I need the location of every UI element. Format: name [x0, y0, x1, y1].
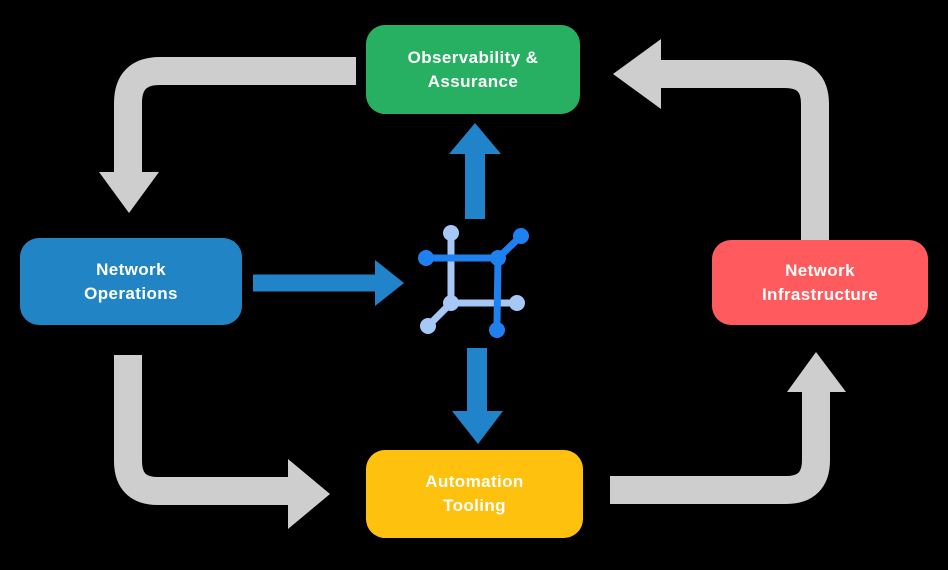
arrow-center-to-observability — [449, 123, 501, 219]
node-observability-assurance: Observability & Assurance — [366, 25, 580, 114]
arrow-automation-to-infrastructure — [610, 352, 846, 504]
arrow-head — [99, 172, 159, 213]
icon-node-top-right — [513, 228, 529, 244]
arrow-shaft — [114, 57, 356, 174]
node-observability-label: Observability & Assurance — [407, 47, 539, 91]
arrow-operations-to-center — [253, 260, 404, 306]
icon-node-bottom — [489, 322, 505, 338]
arrow-observability-to-operations — [99, 57, 356, 213]
arrow-head — [452, 411, 503, 444]
arrow-shaft — [114, 355, 289, 505]
node-automation-label: Automation Tooling — [425, 472, 524, 515]
arrow-head — [449, 123, 501, 154]
arrow-head — [375, 260, 404, 306]
node-operations-label: Network Operations — [84, 259, 178, 303]
icon-node-left — [418, 250, 434, 266]
node-network-infrastructure: Network Infrastructure — [712, 240, 928, 325]
arrow-operations-to-automation — [114, 355, 330, 529]
arrow-head — [613, 39, 661, 109]
arrow-center-to-automation — [452, 348, 503, 444]
icon-square-right-edge — [493, 254, 502, 327]
arrow-infrastructure-to-observability — [613, 39, 829, 240]
icon-node-right — [509, 295, 525, 311]
node-automation-tooling: Automation Tooling — [366, 450, 583, 538]
icon-corner-bottom-left — [443, 295, 459, 311]
arrow-shaft — [610, 391, 830, 504]
arrow-head — [288, 459, 330, 529]
icon-node-bottom-left — [420, 318, 436, 334]
arrow-shaft — [660, 60, 829, 240]
node-network-operations: Network Operations — [20, 238, 242, 325]
icon-corner-top-right — [490, 250, 506, 266]
icon-node-top — [443, 225, 459, 241]
arrow-head — [787, 352, 846, 392]
node-infrastructure-label: Network Infrastructure — [761, 260, 879, 304]
network-automation-icon — [418, 225, 529, 338]
